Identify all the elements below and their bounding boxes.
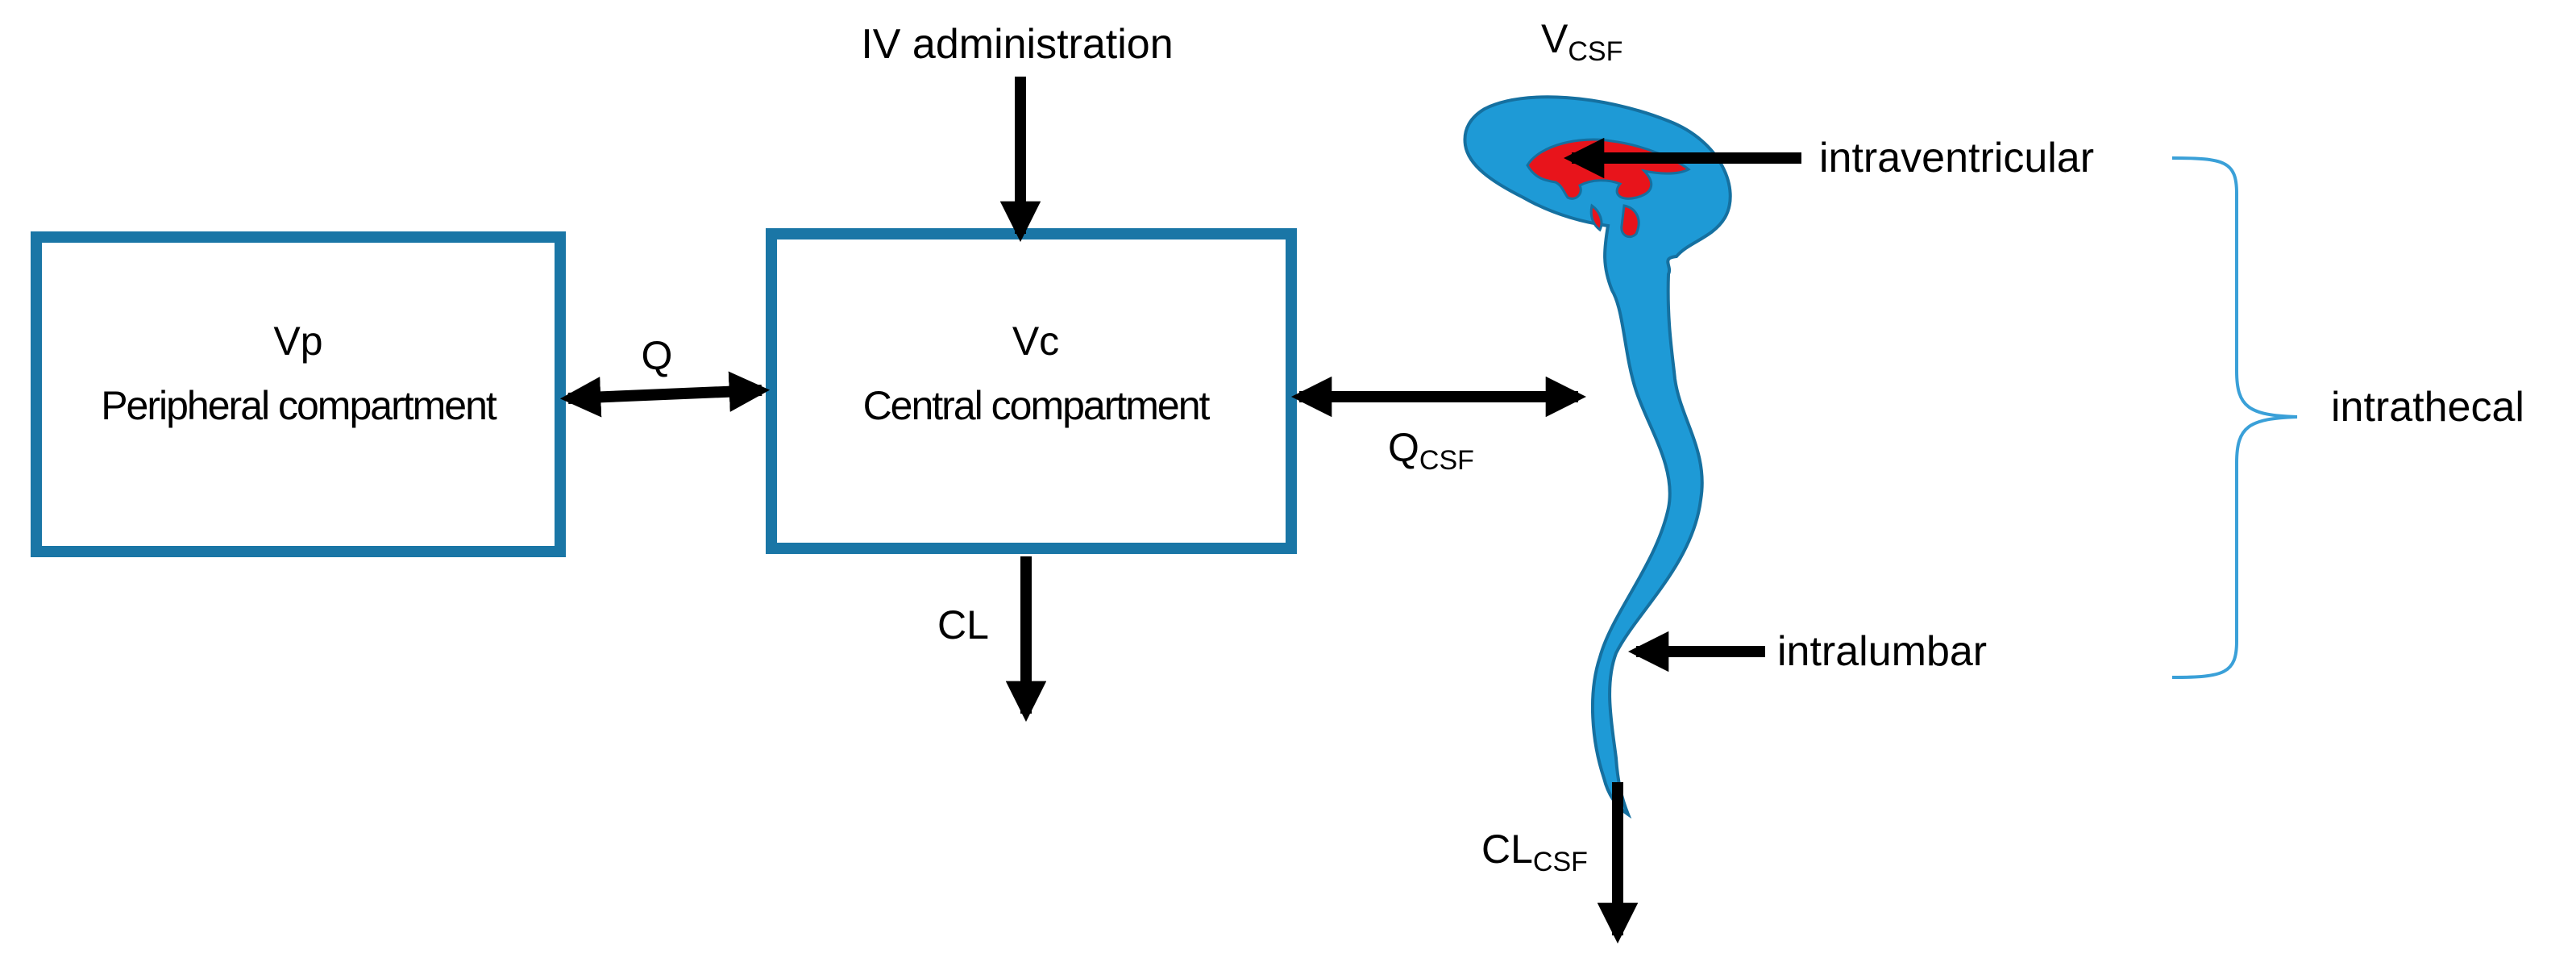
central-compartment-label: Central compartment: [863, 383, 1211, 428]
iv-administration-label: IV administration: [861, 21, 1173, 68]
intrathecal-bracket: [2171, 156, 2298, 679]
intraventricular-label: intraventricular: [1819, 135, 2094, 181]
q-label: Q: [642, 333, 673, 378]
central-volume-label: Vc: [1012, 319, 1059, 364]
q-exchange-arrow: [559, 371, 771, 418]
central-compartment-box: [766, 228, 1297, 554]
intrathecal-label: intrathecal: [2331, 384, 2524, 431]
peripheral-compartment-label: Peripheral compartment: [101, 383, 497, 428]
clearance-label: CL: [937, 602, 989, 648]
intralumbar-label: intralumbar: [1777, 628, 1987, 675]
q-csf-label: QCSF: [1388, 425, 1474, 476]
csf-space-illustration: [1463, 95, 1732, 819]
peripheral-compartment-box: [31, 231, 566, 557]
csf-clearance-label: CLCSF: [1481, 827, 1588, 877]
v-csf-label: VCSF: [1541, 16, 1622, 67]
peripheral-volume-label: Vp: [273, 319, 322, 364]
